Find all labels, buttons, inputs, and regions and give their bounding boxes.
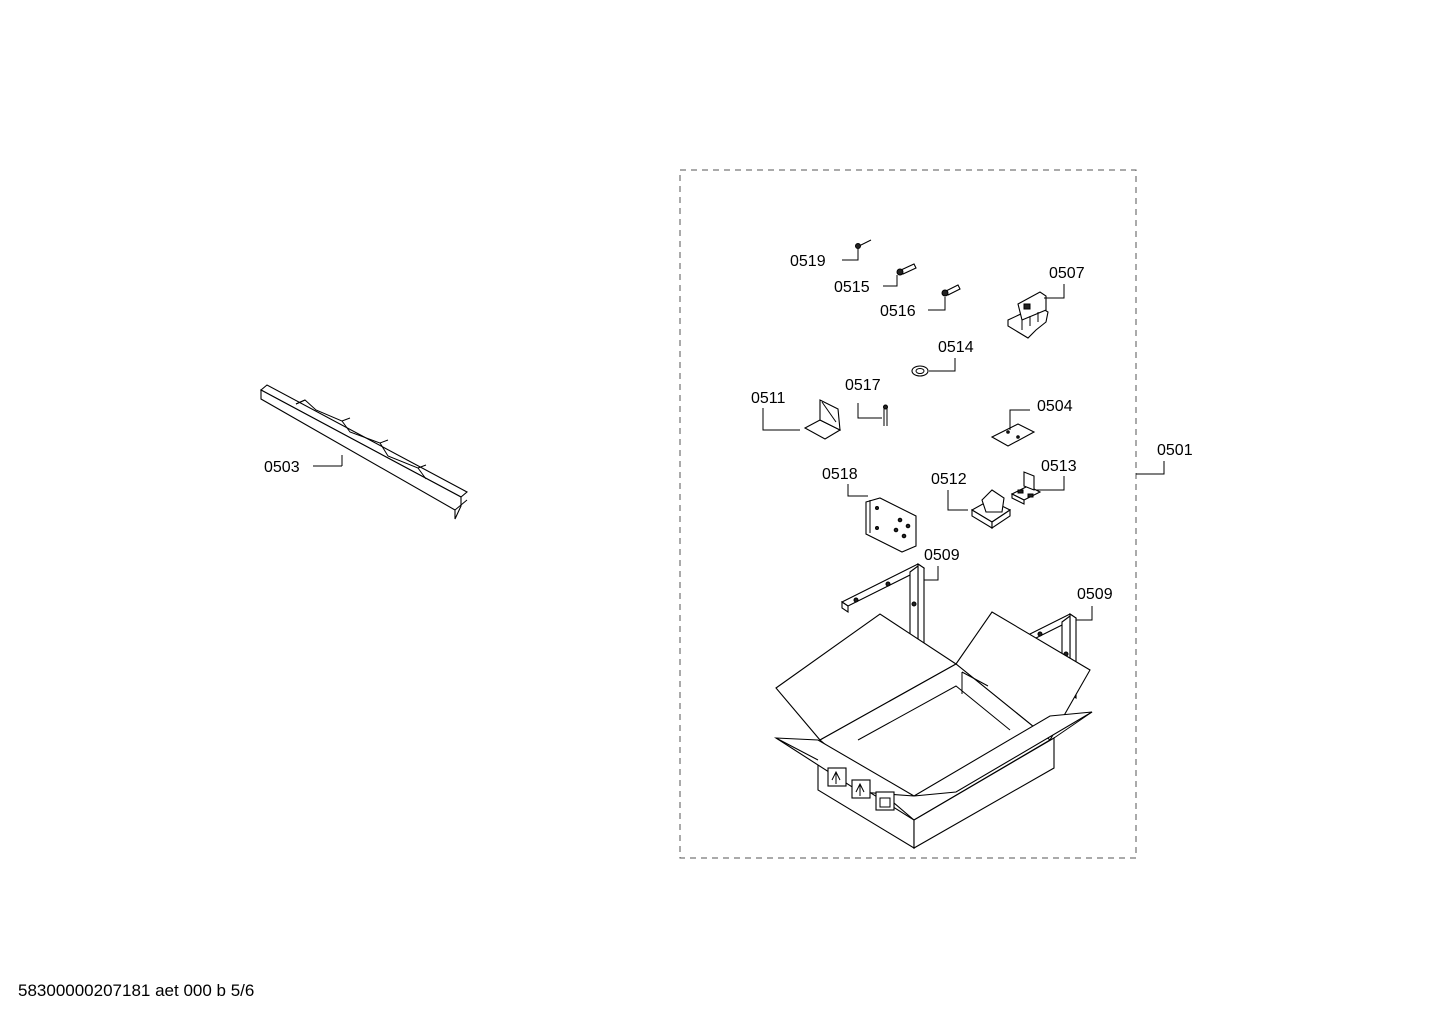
leader-0515 (883, 275, 898, 287)
leader-0517 (857, 403, 882, 419)
label-0504[interactable]: 0504 (1037, 398, 1073, 415)
label-0519[interactable]: 0519 (790, 253, 826, 270)
leader-0504 (1009, 409, 1030, 430)
label-0512[interactable]: 0512 (931, 471, 967, 488)
part-0517-pin[interactable] (883, 404, 888, 426)
part-0511-bracket[interactable] (803, 399, 842, 440)
label-0515[interactable]: 0515 (834, 279, 870, 296)
label-0518[interactable]: 0518 (822, 466, 858, 483)
leader-0516 (928, 297, 946, 311)
part-0512-block[interactable] (970, 489, 1012, 530)
leader-0509-right (1076, 606, 1093, 621)
label-0503[interactable]: 0503 (264, 459, 300, 476)
part-0516-screw[interactable] (941, 284, 961, 297)
document-id-footer: 58300000207181 aet 000 b 5/6 (18, 981, 255, 1000)
label-0509-left[interactable]: 0509 (924, 547, 960, 564)
label-0501[interactable]: 0501 (1157, 442, 1193, 459)
leader-0513 (1036, 476, 1065, 491)
label-0507[interactable]: 0507 (1049, 265, 1085, 282)
part-0504-plate[interactable] (990, 423, 1036, 447)
leader-0518 (847, 484, 868, 497)
leader-0511 (762, 408, 800, 431)
part-0515-screw[interactable] (896, 263, 917, 276)
part-0514-washer[interactable] (911, 365, 929, 377)
part-0503-rail[interactable] (260, 384, 468, 520)
part-0519-screw[interactable] (855, 239, 872, 249)
label-0516[interactable]: 0516 (880, 303, 916, 320)
leader-0519 (842, 249, 859, 261)
leader-0501 (1136, 461, 1165, 475)
part-0507-hinge[interactable] (1007, 291, 1049, 339)
part-0518-plate[interactable] (865, 497, 917, 553)
leader-0507 (1044, 284, 1065, 299)
label-0513[interactable]: 0513 (1041, 458, 1077, 475)
leader-0512 (947, 490, 968, 511)
part-0509-bracket-left[interactable] (840, 562, 926, 654)
leader-0514 (929, 358, 956, 372)
label-0517[interactable]: 0517 (845, 377, 881, 394)
label-0509-right[interactable]: 0509 (1077, 586, 1113, 603)
part-0513-clip[interactable] (1010, 471, 1042, 505)
label-0511[interactable]: 0511 (751, 390, 786, 407)
packaging-carton (773, 611, 1093, 849)
label-0514[interactable]: 0514 (938, 339, 974, 356)
leader-0509-left (924, 566, 939, 581)
